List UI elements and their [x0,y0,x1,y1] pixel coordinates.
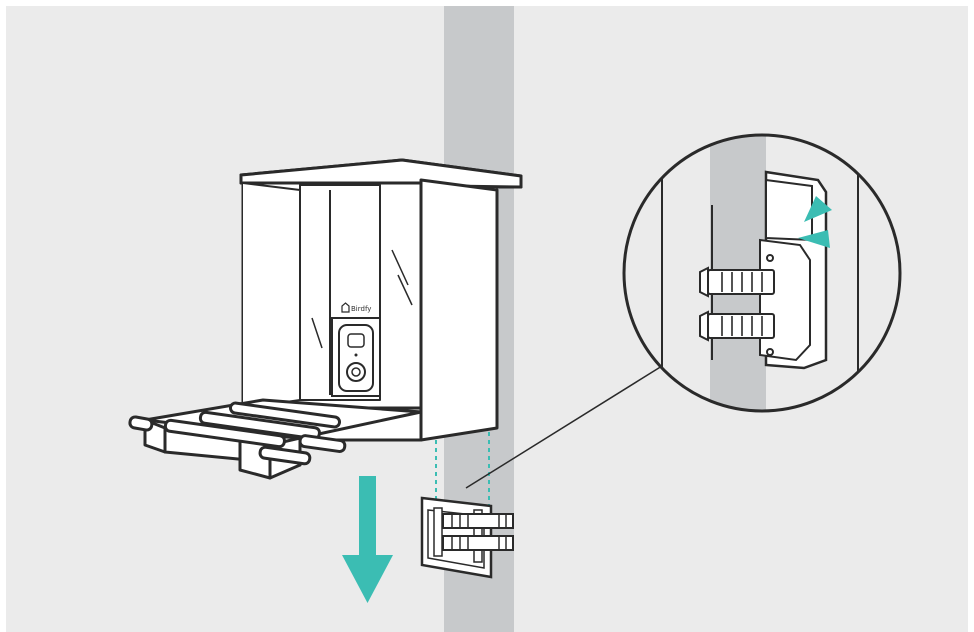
feeder [241,160,521,440]
brand-text: Birdfy [351,305,371,313]
feeder-side-panel [421,180,497,440]
camera-icon [332,318,380,396]
